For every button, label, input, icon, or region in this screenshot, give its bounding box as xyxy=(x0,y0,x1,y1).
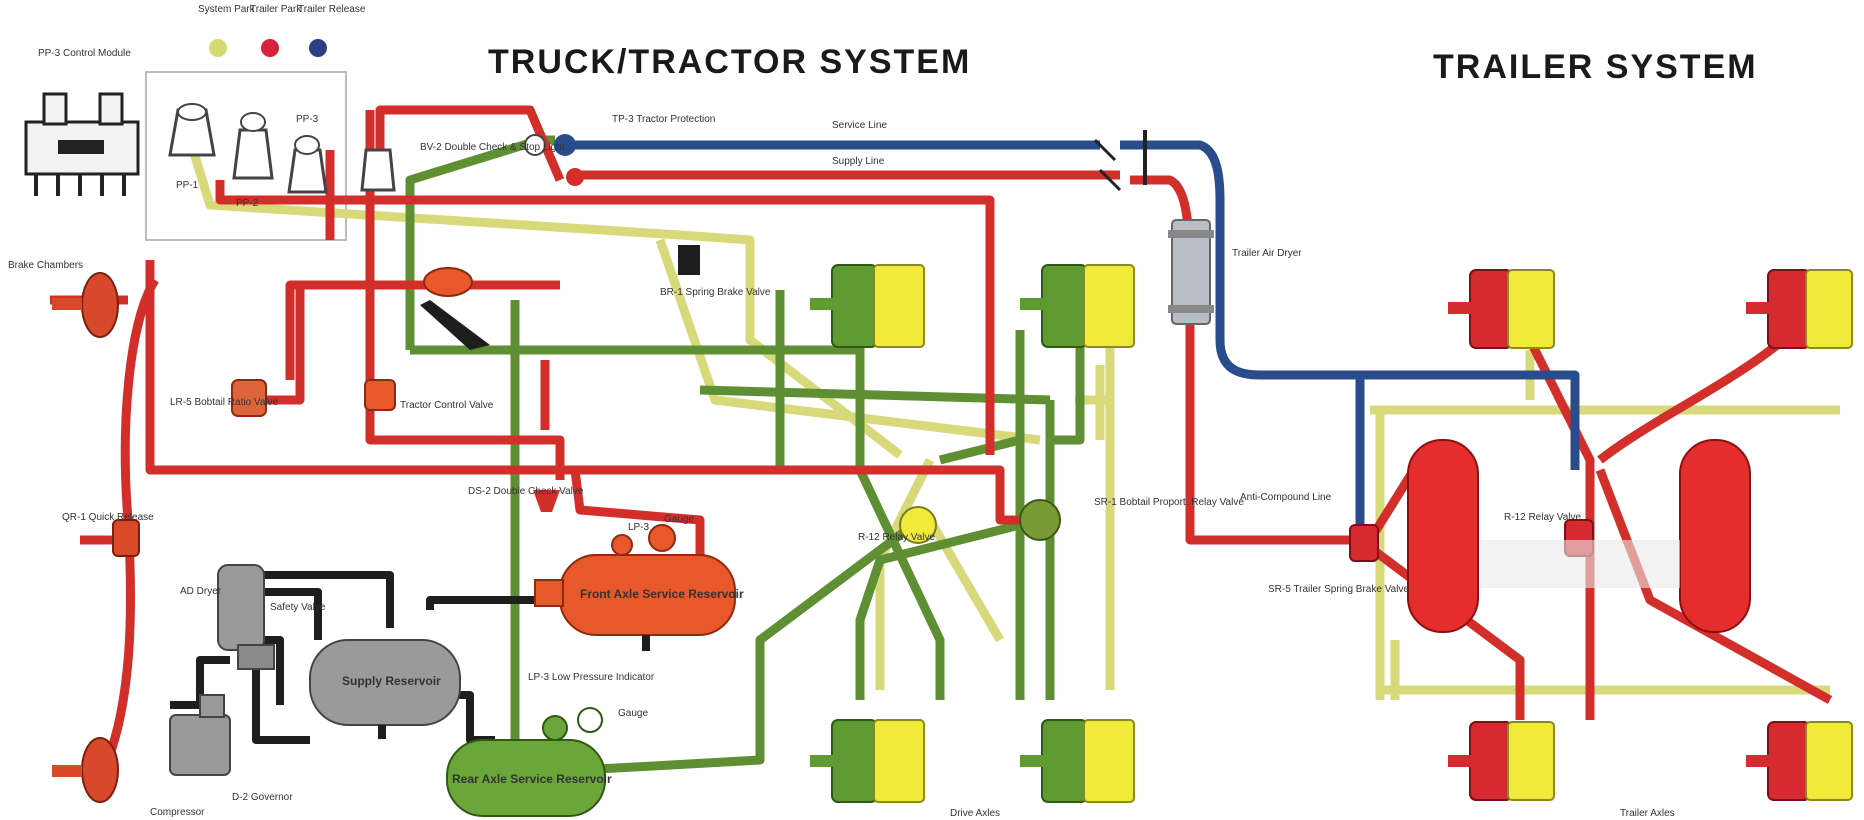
label-pp3: PP-3 xyxy=(296,114,319,125)
drive-chamber-3-icon xyxy=(810,719,925,803)
reservoirs xyxy=(309,439,1751,817)
black-lines xyxy=(170,571,560,744)
legend-label-system-park: System Park xyxy=(198,4,256,15)
label-tractor-control-valve: Tractor Control Valve xyxy=(400,400,494,411)
gauge-icon xyxy=(577,707,603,733)
legend-swatch-system-park xyxy=(209,39,227,57)
label-trailer-air-dryer: Trailer Air Dryer xyxy=(1232,248,1302,259)
steer-brake-chambers xyxy=(52,272,119,803)
label-quick-release: QR-1 Quick Release xyxy=(62,512,154,523)
label-compressor: Compressor xyxy=(150,807,205,818)
legend: System Park Trailer Park Trailer Release xyxy=(198,4,366,57)
trailer-system-title: TRAILER SYSTEM xyxy=(1433,48,1758,86)
trailer-brake-chambers xyxy=(1448,269,1853,801)
service-gladhand-icon xyxy=(554,134,576,156)
label-tractor-protection: TP-3 Tractor Protection xyxy=(612,114,715,125)
bobtail-ratio-valve-icon xyxy=(231,379,267,417)
trailer-reservoir-right xyxy=(1679,439,1751,633)
drive-chamber-4-icon xyxy=(1020,719,1135,803)
governor-icon xyxy=(199,694,225,718)
label-spring-brake-valve: BR-1 Spring Brake Valve xyxy=(660,287,771,298)
compressor-group xyxy=(169,564,275,776)
label-low-pressure: LP-3 Low Pressure Indicator xyxy=(528,672,655,683)
label-pp1: PP-1 xyxy=(176,180,199,191)
label-trailer-axles: Trailer Axles xyxy=(1620,808,1675,819)
double-check-valve-icon xyxy=(533,490,560,512)
pp-valve-box xyxy=(145,71,347,241)
label-drive-axles: Drive Axles xyxy=(950,808,1000,819)
supply-gladhand-icon xyxy=(566,168,584,186)
drive-brake-chambers xyxy=(810,264,1135,803)
label-anti-compound: Anti-Compound Line xyxy=(1240,492,1332,503)
label-trailer-relay: R-12 Relay Valve xyxy=(1504,512,1582,523)
bobtail-relay-valve-icon xyxy=(1019,499,1061,541)
label-rear-axle-reservoir: Rear Axle Service Reservoir xyxy=(452,772,612,786)
compressor-icon xyxy=(169,714,231,776)
control-module: PP-3 Control Module xyxy=(24,48,140,196)
pp-valves xyxy=(168,103,396,194)
label-trailer-spring-valve: SR-5 Trailer Spring Brake Valve xyxy=(1268,584,1409,595)
drive-chamber-1-icon xyxy=(810,264,925,348)
label-gauge-top: Gauge xyxy=(664,514,694,525)
quick-release-valve-icon xyxy=(112,519,140,557)
label-service-line: Service Line xyxy=(832,120,887,131)
legend-swatch-trailer-release xyxy=(309,39,327,57)
control-module-label: PP-3 Control Module xyxy=(38,48,131,59)
trailer-reservoir-left xyxy=(1407,439,1479,633)
label-safety-valve: Safety Valve xyxy=(270,602,326,613)
label-front-axle-reservoir: Front Axle Service Reservoir xyxy=(580,587,744,601)
drive-chamber-2-icon xyxy=(1020,264,1135,348)
label-sr1-bobtail: SR-1 Bobtail Proport. Relay Valve xyxy=(1094,497,1244,508)
label-governor: D-2 Governor xyxy=(232,792,293,803)
legend-label-trailer-release: Trailer Release xyxy=(298,4,366,15)
label-brake-chambers: Brake Chambers xyxy=(8,260,83,271)
truck-system-title: TRUCK/TRACTOR SYSTEM xyxy=(488,43,971,81)
trailer-chamber-1-icon xyxy=(1448,269,1555,349)
label-double-check: DS-2 Double Check Valve xyxy=(468,486,584,497)
label-bv2: BV-2 Double Check & Stop Light xyxy=(420,142,565,153)
steer-chamber-top-icon xyxy=(81,272,119,338)
trailer-chamber-3-icon xyxy=(1448,721,1555,801)
foot-valve-icon xyxy=(420,300,490,350)
rear-axle-reservoir xyxy=(446,739,606,817)
label-r12-relay: R-12 Relay Valve xyxy=(858,532,936,543)
trailer-chamber-4-icon xyxy=(1746,721,1853,801)
spring-brake-valve-icon xyxy=(678,245,700,275)
trailer-spring-valve-icon xyxy=(1349,524,1379,562)
steer-chamber-bottom-icon xyxy=(81,737,119,803)
relay-valve-icon xyxy=(899,506,937,544)
label-bobtail-ratio: LR-5 Bobtail Ratio Valve xyxy=(170,397,279,408)
label-ad-dryer: AD Dryer xyxy=(180,586,222,597)
label-pp2: PP-2 xyxy=(236,198,259,209)
legend-label-trailer-park: Trailer Park xyxy=(250,4,302,15)
air-dryer-icon xyxy=(217,564,265,651)
label-supply-reservoir: Supply Reservoir xyxy=(342,674,441,688)
red-lines xyxy=(50,105,1833,762)
trailer-chamber-2-icon xyxy=(1746,269,1853,349)
label-gauge-bottom: Gauge xyxy=(618,708,648,719)
tractor-control-valve-icon xyxy=(364,379,396,411)
component-labels: PP-1 PP-2 PP-3 TP-3 Tractor Protection B… xyxy=(8,114,1675,819)
blue-lines xyxy=(565,140,1580,535)
trailer-air-dryer-icon xyxy=(1168,219,1214,325)
label-lp3: LP-3 xyxy=(628,522,650,533)
legend-swatch-trailer-park xyxy=(261,39,279,57)
label-supply-line: Supply Line xyxy=(832,156,885,167)
gladhand-couplings xyxy=(524,130,1147,192)
